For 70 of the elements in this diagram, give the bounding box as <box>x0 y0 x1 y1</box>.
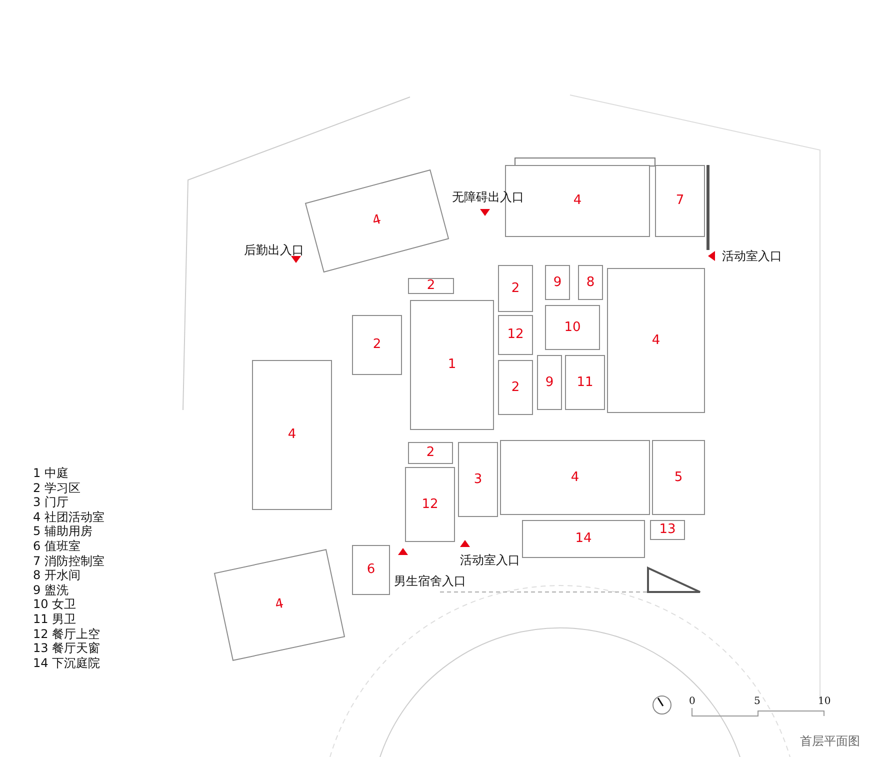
room-number: 5 <box>674 470 683 484</box>
room-outline <box>498 265 533 312</box>
room-outline <box>405 467 455 542</box>
room-outline <box>565 355 605 410</box>
room-number: 12 <box>422 498 438 512</box>
room-outline <box>652 440 705 515</box>
room-number: 4 <box>288 428 296 442</box>
room-number: 9 <box>553 276 562 290</box>
room-outline <box>607 268 705 413</box>
room-number: 2 <box>426 446 435 460</box>
room-number: 8 <box>586 276 595 290</box>
scale-number: 0 <box>689 695 696 709</box>
room-outline <box>352 315 402 375</box>
entrance-label: 后勤出入口 <box>244 243 304 257</box>
room-outline <box>410 300 494 430</box>
room-number: 11 <box>576 376 594 390</box>
entrance-label: 无障碍出入口 <box>452 190 524 204</box>
room-number: 9 <box>545 376 554 390</box>
room-outline <box>408 442 453 464</box>
legend-entry: 4 社团活动室 <box>33 510 104 524</box>
room-number: 2 <box>511 282 520 296</box>
legend-entry: 9 盥洗 <box>33 582 68 597</box>
room-number: 4 <box>570 470 580 484</box>
room-number: 1 <box>448 358 456 372</box>
room-outline <box>458 442 498 517</box>
room-outline <box>578 265 603 300</box>
room-outline <box>522 520 645 558</box>
room-number: 14 <box>575 532 592 546</box>
legend-entry: 14 下沉庭院 <box>33 656 100 670</box>
legend-entry: 1 中庭 <box>33 466 68 480</box>
room-outline <box>252 360 332 510</box>
room-number: 2 <box>426 279 436 293</box>
room-number: 3 <box>474 472 482 486</box>
room-number: 6 <box>366 563 376 577</box>
scale-number: 10 <box>818 695 831 709</box>
legend-entry: 10 女卫 <box>33 597 76 612</box>
legend-entry: 12 餐厅上空 <box>33 626 100 641</box>
room-number: 4 <box>573 194 582 208</box>
room-outline <box>500 440 650 515</box>
drawing-title: 首层平面图 <box>800 734 860 748</box>
entrance-label: 活动室入口 <box>722 249 782 263</box>
legend-entry: 6 值班室 <box>33 539 80 553</box>
room-outline <box>545 305 600 350</box>
legend-entry: 2 学习区 <box>33 480 80 495</box>
room-number: 7 <box>676 194 684 208</box>
room-outline <box>537 355 562 410</box>
legend-entry: 13 餐厅天窗 <box>33 641 100 656</box>
room-number: 4 <box>652 334 660 348</box>
room-number: 2 <box>372 338 382 352</box>
legend-entry: 11 男卫 <box>33 612 76 626</box>
room-number: 13 <box>659 523 676 537</box>
room-number: 12 <box>507 328 524 342</box>
legend-entry: 5 辅助用房 <box>33 524 92 538</box>
room-number: 4 <box>371 213 383 229</box>
room-outline <box>545 265 570 300</box>
room-number: 10 <box>564 320 581 334</box>
room-outline <box>498 360 533 415</box>
room-number: 4 <box>274 597 285 613</box>
room-outline <box>408 278 454 294</box>
legend-entry: 8 开水间 <box>33 568 80 582</box>
room-outline <box>650 520 685 540</box>
entrance-label: 活动室入口 <box>460 553 520 567</box>
room-outline <box>498 315 533 355</box>
room-outline <box>655 165 705 237</box>
legend-entry: 7 消防控制室 <box>33 554 104 568</box>
legend-entry: 3 门厅 <box>33 495 68 510</box>
room-number: 2 <box>511 380 520 394</box>
scale-number: 5 <box>754 695 760 709</box>
room-outline <box>352 545 390 595</box>
entrance-label: 男生宿舍入口 <box>394 574 466 588</box>
